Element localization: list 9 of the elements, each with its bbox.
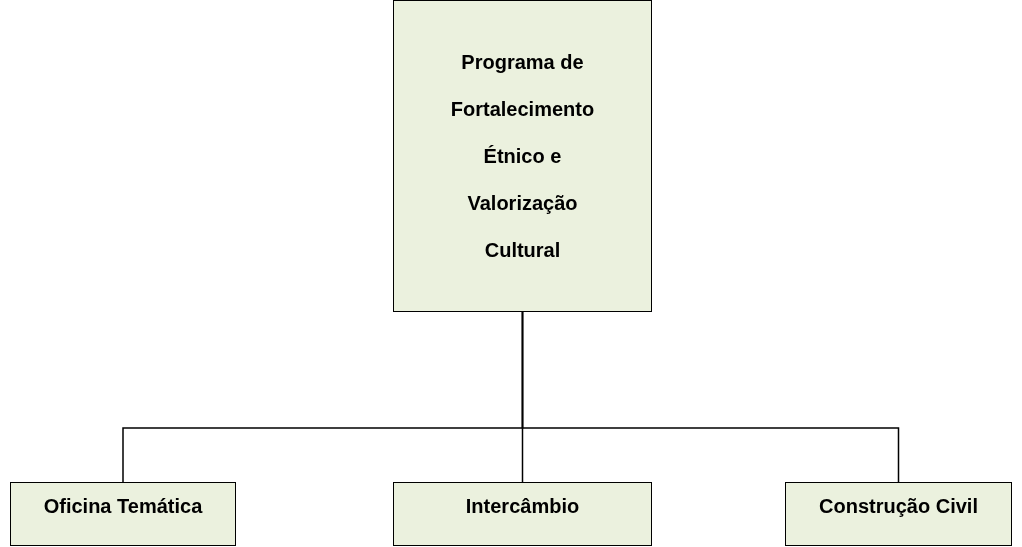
program-box xyxy=(393,482,652,546)
program-box xyxy=(785,482,1012,546)
program-box xyxy=(393,0,652,312)
box-title: Programa de Fortalecimento Étnico e Valorização Cultural xyxy=(449,49,596,263)
box-title: Intercâmbio xyxy=(465,494,580,519)
program-box xyxy=(10,482,236,546)
connector-line xyxy=(521,311,900,483)
box-title: Oficina Temática xyxy=(43,494,203,519)
box-title: Construção Civil xyxy=(819,494,978,519)
